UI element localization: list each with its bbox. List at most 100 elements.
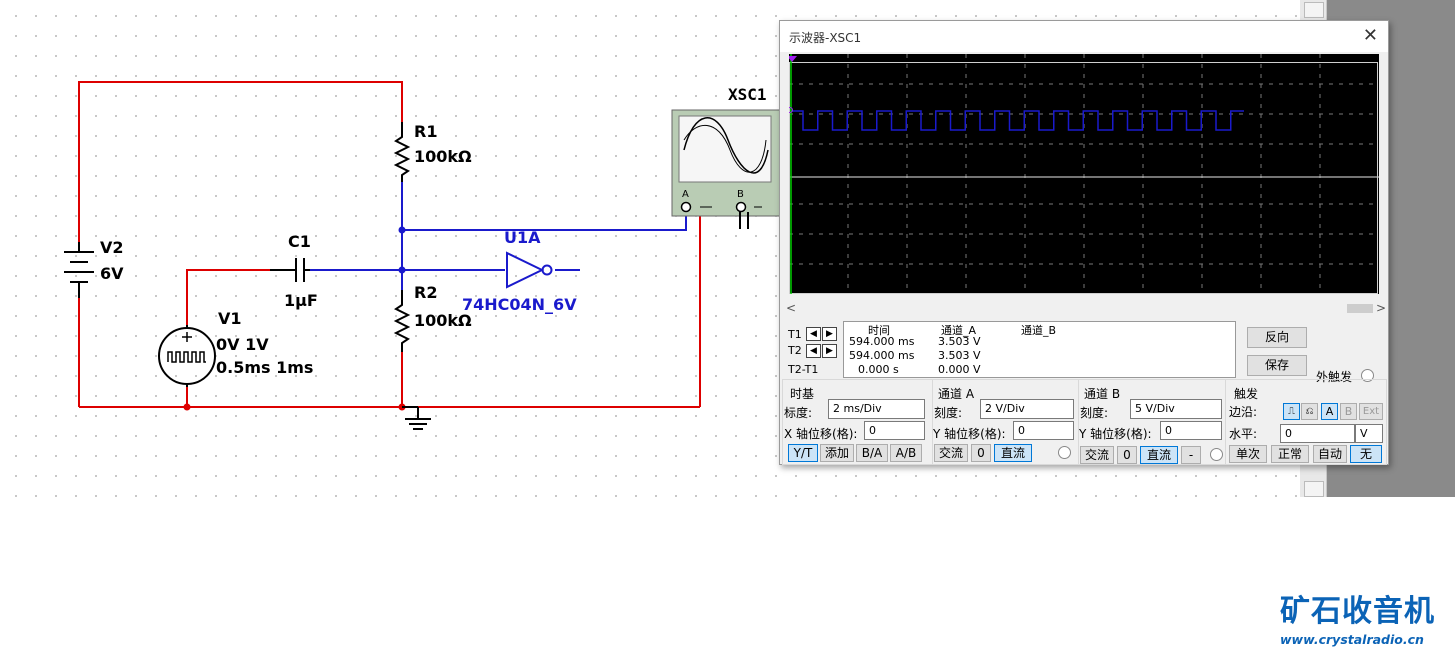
channel-b-radio[interactable] [1210, 448, 1223, 461]
timebase-scale-field[interactable]: 2 ms/Div [828, 399, 925, 419]
channel-a-dc-button[interactable]: 直流 [994, 444, 1032, 462]
oscilloscope-xsc1-symbol[interactable] [671, 109, 785, 229]
trigger-auto-button[interactable]: 自动 [1313, 445, 1347, 463]
scroll-up-button[interactable] [1304, 2, 1324, 18]
screen-border [789, 62, 1378, 294]
trigger-normal-button[interactable]: 正常 [1271, 445, 1309, 463]
col-time-header: 时间 [868, 324, 890, 337]
scroll-right-icon[interactable]: > [1376, 301, 1387, 315]
capacitor-c1[interactable] [270, 258, 310, 282]
close-icon[interactable]: ✕ [1362, 25, 1378, 46]
timebase-xpos-label: X 轴位移(格): [784, 427, 858, 441]
xsc1-channel-a: A [682, 189, 689, 200]
channel-a-radio[interactable] [1058, 446, 1071, 459]
inverter-u1a[interactable] [506, 251, 553, 289]
channel-b-ypos-label: Y 轴位移(格): [1079, 427, 1152, 441]
v1-name: V1 [218, 309, 242, 328]
trigger-level-field[interactable]: 0 [1280, 424, 1355, 443]
t1-left-arrow-icon[interactable]: ◀ [806, 327, 821, 341]
blue-wires [310, 182, 687, 290]
t2t1-label: T2-T1 [788, 363, 819, 376]
watermark-chinese: 矿石收音机 [1280, 594, 1435, 629]
screen-scrollbar[interactable]: < > [782, 301, 1387, 316]
channel-a-scale-field[interactable]: 2 V/Div [980, 399, 1074, 419]
cursor-marker-icon[interactable] [787, 56, 797, 62]
trigger-edge-label: 边沿: [1229, 405, 1258, 419]
channel-b-minus-button[interactable]: - [1181, 446, 1201, 464]
watermark-url: www.crystalradio.cn [1280, 632, 1424, 647]
r1-name: R1 [414, 122, 437, 141]
ext-trigger-radio[interactable] [1361, 369, 1374, 382]
t2-right-arrow-icon[interactable]: ▶ [822, 344, 837, 358]
yt-button[interactable]: Y/T [788, 444, 818, 462]
c1-name: C1 [288, 232, 311, 251]
ext-trigger-label: 外触发 [1316, 370, 1353, 384]
falling-edge-icon[interactable]: ⎌ [1301, 403, 1318, 420]
blue-junctions [398, 226, 406, 274]
col-b-header: 通道_B [1021, 324, 1057, 337]
trigger-level-label: 水平: [1229, 427, 1258, 441]
channel-a-title: 通道 A [938, 387, 975, 401]
xsc1-name: XSC1 [728, 85, 767, 104]
oscilloscope-screen[interactable] [787, 54, 1379, 294]
u1a-name: U1A [504, 228, 541, 247]
trigger-group [1225, 379, 1387, 465]
trigger-single-button[interactable]: 单次 [1229, 445, 1267, 463]
channel-b-title: 通道 B [1084, 387, 1121, 401]
save-button[interactable]: 保存 [1247, 355, 1307, 376]
xsc1-channel-b: B [737, 189, 744, 200]
channel-b-zero-button[interactable]: 0 [1117, 446, 1137, 464]
c1-value: 1µF [284, 291, 318, 310]
oscilloscope-titlebar[interactable]: 示波器-XSC1 ✕ [780, 21, 1388, 52]
screen-grid [789, 54, 1379, 294]
channel-a-ypos-field[interactable]: 0 [1013, 421, 1074, 440]
waveform-display [787, 54, 1379, 294]
reverse-button[interactable]: 反向 [1247, 327, 1307, 348]
r2-value: 100kΩ [414, 311, 472, 330]
battery-v2[interactable] [64, 242, 94, 298]
rising-edge-icon[interactable]: ⎍ [1283, 403, 1300, 420]
col-a-header: 通道_A [941, 324, 977, 337]
add-button[interactable]: 添加 [820, 444, 854, 462]
ab-button[interactable]: A/B [890, 444, 922, 462]
cursor-readout: T1 ◀ ▶ T2 ◀ ▶ T2-T1 时间 通道_A 通道_B 594.000… [788, 321, 1236, 378]
trigger-ext-button[interactable]: Ext [1359, 403, 1383, 420]
channel-a-zero-button[interactable]: 0 [971, 444, 991, 462]
trigger-level-unit[interactable]: V [1355, 424, 1383, 443]
trigger-none-button[interactable]: 无 [1350, 445, 1382, 463]
resistor-r1[interactable] [393, 122, 411, 182]
timebase-xpos-field[interactable]: 0 [864, 421, 925, 440]
channel-b-ypos-field[interactable]: 0 [1160, 421, 1222, 440]
dt-time: 0.000 s [858, 363, 899, 376]
t1-right-arrow-icon[interactable]: ▶ [822, 327, 837, 341]
watermark: 矿石收音机 www.crystalradio.cn [1280, 586, 1435, 647]
channel-b-scale-field[interactable]: 5 V/Div [1130, 399, 1222, 419]
timebase-scale-label: 标度: [784, 406, 813, 420]
t2-channel-a: 3.503 V [938, 349, 981, 362]
ground-symbol [402, 406, 431, 430]
channel-a-ypos-label: Y 轴位移(格): [933, 427, 1006, 441]
trigger-title: 触发 [1234, 387, 1259, 401]
u1a-part: 74HC04N_6V [462, 295, 577, 314]
channel-b-scale-label: 刻度: [1080, 406, 1109, 420]
channel-b-dc-button[interactable]: 直流 [1140, 446, 1178, 464]
scroll-left-icon[interactable]: < [786, 301, 797, 315]
r2-name: R2 [414, 283, 437, 302]
scroll-thumb[interactable] [1347, 304, 1373, 313]
channel-a-ac-button[interactable]: 交流 [934, 444, 968, 462]
trigger-a-button[interactable]: A [1321, 403, 1338, 420]
scroll-down-button[interactable] [1304, 481, 1324, 497]
readout-table: 时间 通道_A 通道_B 594.000 ms 3.503 V 594.000 … [843, 321, 1236, 378]
t2-time: 594.000 ms [849, 349, 915, 362]
trigger-b-button[interactable]: B [1340, 403, 1357, 420]
channel-a-trace [791, 110, 1244, 131]
oscilloscope-window[interactable]: 示波器-XSC1 ✕ < > T1 [779, 20, 1389, 465]
resistor-r2[interactable] [393, 290, 411, 352]
schematic-diagram: V2 6V R1 100kΩ R2 100kΩ C1 1µF [64, 81, 785, 430]
t1-time: 594.000 ms [849, 335, 915, 348]
t2-left-arrow-icon[interactable]: ◀ [806, 344, 821, 358]
channel-b-ac-button[interactable]: 交流 [1080, 446, 1114, 464]
oscilloscope-title: 示波器-XSC1 [789, 31, 862, 45]
ba-button[interactable]: B/A [856, 444, 888, 462]
pulse-source-v1[interactable] [158, 325, 216, 387]
